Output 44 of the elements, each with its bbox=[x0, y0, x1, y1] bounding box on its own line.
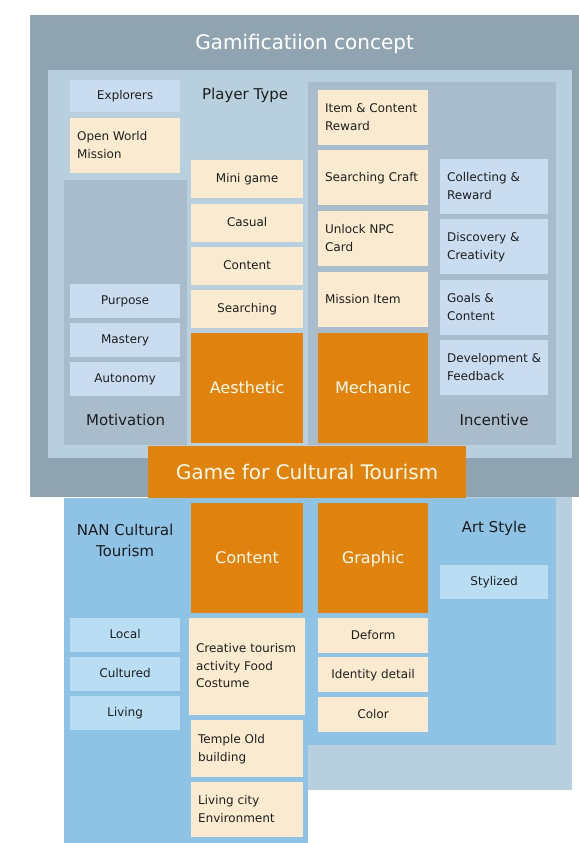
item-card: Open World Mission bbox=[70, 118, 180, 173]
item-card: Color bbox=[318, 697, 428, 732]
panel-heading: NAN Cultural Tourism bbox=[76, 520, 174, 562]
category-block: Aesthetic bbox=[191, 333, 303, 443]
item-card: Living city Environment bbox=[191, 782, 303, 837]
item-card: Purpose bbox=[70, 284, 180, 318]
item-card: Deform bbox=[318, 618, 428, 653]
item-card: Searching bbox=[191, 290, 303, 328]
panel-heading: Player Type bbox=[201, 84, 289, 105]
group-panel bbox=[30, 15, 579, 497]
item-card: Autonomy bbox=[70, 362, 180, 396]
item-card: Explorers bbox=[70, 80, 180, 112]
item-card: Cultured bbox=[70, 657, 180, 691]
item-card: Unlock NPC Card bbox=[318, 211, 428, 266]
item-card: Creative tourism activity Food Costume bbox=[189, 618, 305, 715]
item-card: Mastery bbox=[70, 323, 180, 357]
group-panel bbox=[308, 82, 556, 445]
group-panel bbox=[48, 70, 572, 458]
item-card: Identity detail bbox=[318, 657, 428, 692]
group-panel bbox=[308, 498, 556, 745]
item-card: Living bbox=[70, 696, 180, 730]
category-block: Game for Cultural Tourism bbox=[148, 446, 466, 498]
item-card: Development & Feedback bbox=[440, 340, 548, 395]
item-card: Collecting & Reward bbox=[440, 159, 548, 214]
item-card: Searching Craft bbox=[318, 150, 428, 205]
item-card: Goals & Content bbox=[440, 280, 548, 335]
item-card: Mini game bbox=[191, 160, 303, 198]
category-block: Graphic bbox=[318, 503, 428, 613]
category-block: Mechanic bbox=[318, 333, 428, 443]
item-card: Stylized bbox=[440, 565, 548, 599]
panel-heading: Art Style bbox=[460, 517, 528, 538]
item-card: Item & Content Reward bbox=[318, 90, 428, 145]
item-card: Casual bbox=[191, 204, 303, 242]
item-card: Discovery & Creativity bbox=[440, 219, 548, 274]
item-card: Content bbox=[191, 247, 303, 285]
item-card: Local bbox=[70, 618, 180, 652]
item-card: Temple Old building bbox=[191, 720, 303, 777]
panel-heading: Motivation bbox=[85, 410, 166, 431]
category-block: Content bbox=[191, 503, 303, 613]
group-panel bbox=[64, 498, 308, 843]
panel-heading: Incentive bbox=[458, 410, 530, 431]
item-card: Mission Item bbox=[318, 272, 428, 327]
panel-heading: Gamificatiion concept bbox=[194, 29, 415, 56]
group-panel bbox=[64, 180, 187, 445]
